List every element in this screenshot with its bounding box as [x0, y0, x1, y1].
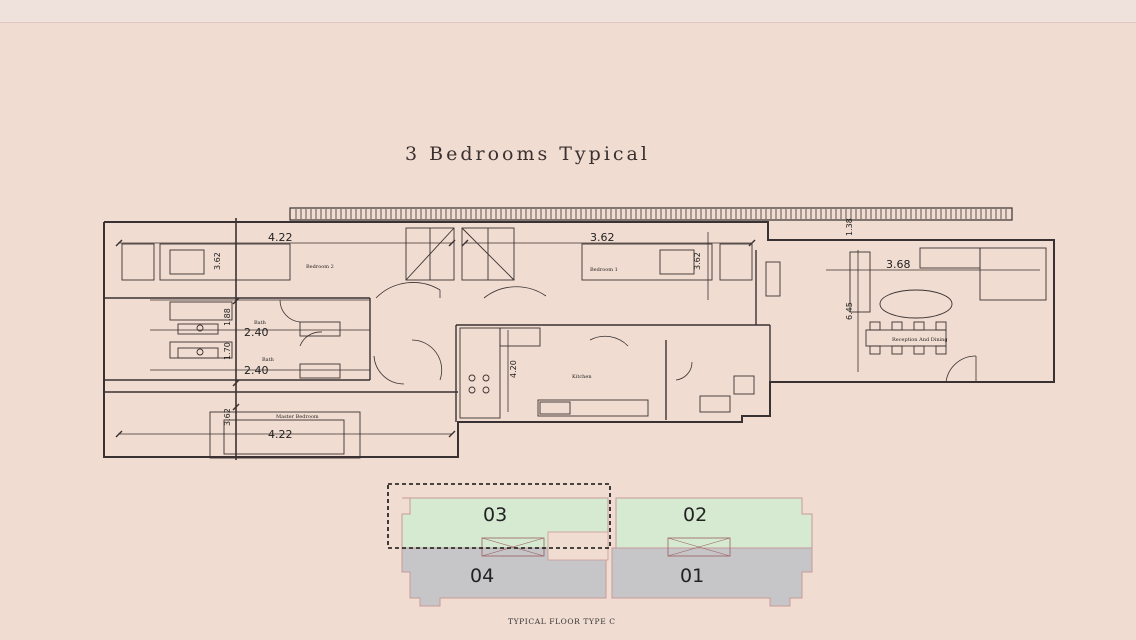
room-label-reception: Reception And Dining — [892, 337, 948, 343]
key-plan-label-04: 04 — [470, 565, 494, 587]
dim-bedroom-2-width: 4.22 — [268, 231, 293, 244]
dim-bedroom-1-width: 3.62 — [590, 231, 615, 244]
key-plan-label-03: 03 — [483, 504, 507, 526]
dim-master-depth: 3.62 — [223, 408, 232, 426]
dining-chairs — [869, 321, 947, 355]
interior-walls — [104, 250, 771, 422]
bed-master — [209, 411, 361, 459]
bath-fixtures — [169, 301, 341, 379]
bed-bedroom-2 — [121, 243, 291, 281]
key-plan-label-02: 02 — [683, 504, 707, 526]
key-plan-unit-02 — [615, 497, 813, 549]
dim-bath-1-width: 2.40 — [244, 326, 269, 339]
dim-balcony-depth: 1.38 — [845, 218, 854, 236]
outer-walls — [103, 221, 1055, 458]
dimension-ticks — [115, 239, 756, 438]
dim-bedroom-2-depth: 3.62 — [213, 252, 222, 270]
key-plan-stair-left — [481, 537, 545, 557]
room-label-kitchen: Kitchen — [572, 374, 592, 380]
room-label-bedroom-2: Bedroom 2 — [306, 264, 334, 270]
dim-reception-depth: 6.45 — [845, 302, 854, 320]
key-plan: 03 02 04 01 — [387, 483, 813, 607]
dim-bath-1-depth: 1.88 — [223, 308, 232, 326]
key-plan-unit-04 — [401, 547, 607, 607]
door-swings — [279, 282, 977, 385]
room-label-bath-1: Bath — [254, 320, 267, 326]
kitchen-counters — [459, 327, 649, 419]
bed-bedroom-1 — [581, 243, 753, 281]
dim-reception-width: 3.68 — [886, 258, 911, 271]
balcony-railing — [289, 207, 1013, 221]
wardrobes — [405, 227, 515, 281]
dim-kitchen-depth: 4.20 — [509, 360, 518, 378]
footer-label: TYPICAL FLOOR TYPE C — [508, 617, 616, 626]
key-plan-selected-unit-frame — [387, 483, 611, 549]
utility-fixtures — [699, 261, 781, 413]
room-label-bath-2: Bath — [262, 357, 275, 363]
dimension-lines — [118, 218, 1040, 460]
page-title: 3 Bedrooms Typical — [405, 143, 650, 165]
dim-bedroom-1-depth: 3.62 — [693, 252, 702, 270]
room-label-master: Master Bedroom — [276, 414, 319, 420]
living-furniture — [849, 247, 1047, 355]
top-bar — [0, 0, 1136, 23]
key-plan-label-01: 01 — [680, 565, 704, 587]
key-plan-unit-01 — [611, 547, 813, 607]
dim-bath-2-depth: 1.70 — [223, 342, 232, 360]
key-plan-stair-right — [667, 537, 731, 557]
dim-bath-2-width: 2.40 — [244, 364, 269, 377]
room-label-bedroom-1: Bedroom 1 — [590, 267, 618, 273]
dim-master-width: 4.22 — [268, 428, 293, 441]
key-plan-core — [547, 531, 609, 561]
